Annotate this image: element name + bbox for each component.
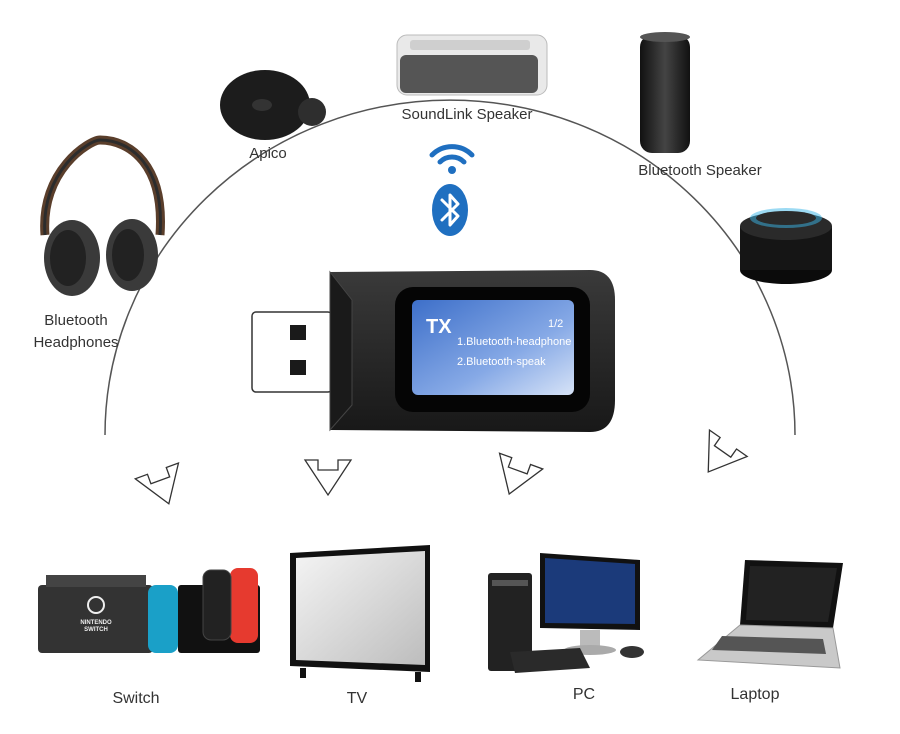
wifi-icon (429, 144, 475, 174)
label-switch: Switch (112, 690, 160, 707)
dongle-menu-item-1: 1.Bluetooth-headphone (457, 336, 572, 348)
smart-speaker-image (740, 208, 832, 284)
bluetooth-icon (432, 184, 468, 236)
label-bluetooth-headphones-line1: Bluetooth (44, 312, 108, 329)
pc-image (488, 553, 644, 673)
label-laptop: Laptop (730, 686, 780, 703)
switch-image (38, 568, 260, 653)
label-soundlink-speaker: SoundLink Speaker (401, 106, 533, 123)
laptop-image (696, 560, 843, 669)
label-bluetooth-headphones-line2: Headphones (33, 334, 119, 351)
bluetooth-speaker-image (640, 32, 690, 153)
tv-image (290, 545, 430, 682)
arrow-down-icon (133, 428, 749, 505)
dongle-mode: TX (426, 316, 452, 338)
label-apico: Apico (249, 145, 287, 162)
label-tv: TV (346, 690, 368, 707)
earbud-image (220, 70, 326, 140)
soundlink-speaker-image (396, 34, 548, 96)
usb-dongle (251, 270, 615, 432)
dongle-menu-item-2: 2.Bluetooth-speak (457, 356, 546, 368)
switch-logo-text: NINTENDO SWITCH (80, 620, 112, 633)
label-pc: PC (572, 686, 596, 703)
dongle-page-indicator: 1/2 (548, 318, 564, 330)
headphones-image (40, 135, 165, 296)
label-bluetooth-speaker: Bluetooth Speaker (638, 162, 762, 179)
